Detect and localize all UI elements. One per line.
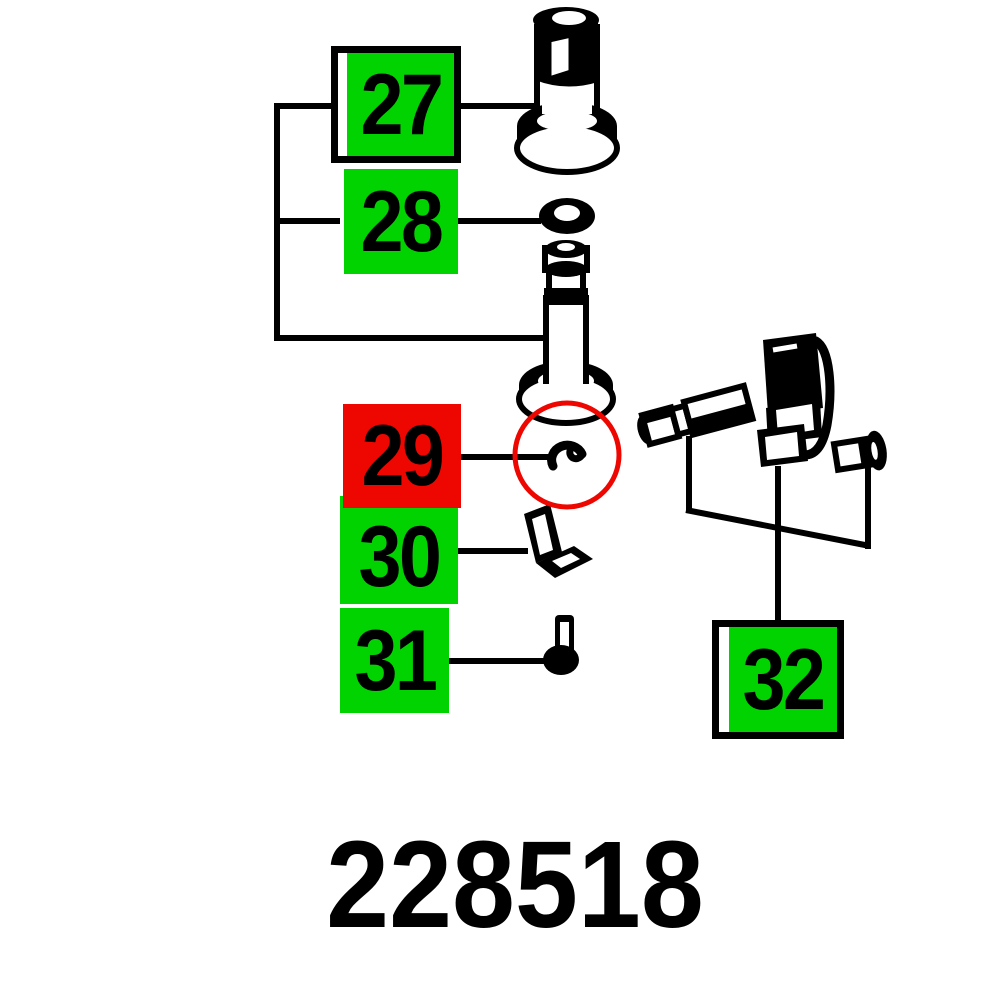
- part-label-27-text: 27: [360, 56, 443, 153]
- part-label-31-text: 31: [354, 612, 437, 709]
- part-number: 228518: [326, 817, 704, 954]
- part-label-32[interactable]: 32: [712, 620, 844, 739]
- part-label-28[interactable]: 28: [344, 169, 458, 274]
- clamping-lever-drawing: [757, 333, 835, 467]
- selection-circle: [512, 400, 622, 510]
- retaining-ring-drawing: [547, 440, 587, 471]
- screw-drawing: [543, 615, 579, 675]
- part-label-29[interactable]: 29: [343, 404, 461, 508]
- clamp-pin-drawing: [637, 382, 757, 448]
- part-label-32-text: 32: [742, 631, 826, 728]
- angle-bracket-drawing: [524, 504, 593, 578]
- part-label-32-fill: 32: [729, 627, 837, 732]
- flange-screw-drawing: [830, 430, 887, 474]
- spindle-pin-drawing: [514, 7, 620, 175]
- part-label-29-text: 29: [361, 408, 445, 504]
- leader-lines: [274, 103, 871, 664]
- part-label-28-text: 28: [360, 173, 444, 270]
- stepped-shaft-drawing: [516, 240, 616, 426]
- part-label-30[interactable]: 30: [340, 496, 458, 604]
- part-label-30-text: 30: [358, 509, 442, 605]
- o-ring-drawing: [539, 198, 595, 234]
- part-label-27-fill: 27: [347, 53, 454, 156]
- part-label-31[interactable]: 31: [340, 608, 449, 713]
- part-label-27[interactable]: 27: [331, 46, 461, 163]
